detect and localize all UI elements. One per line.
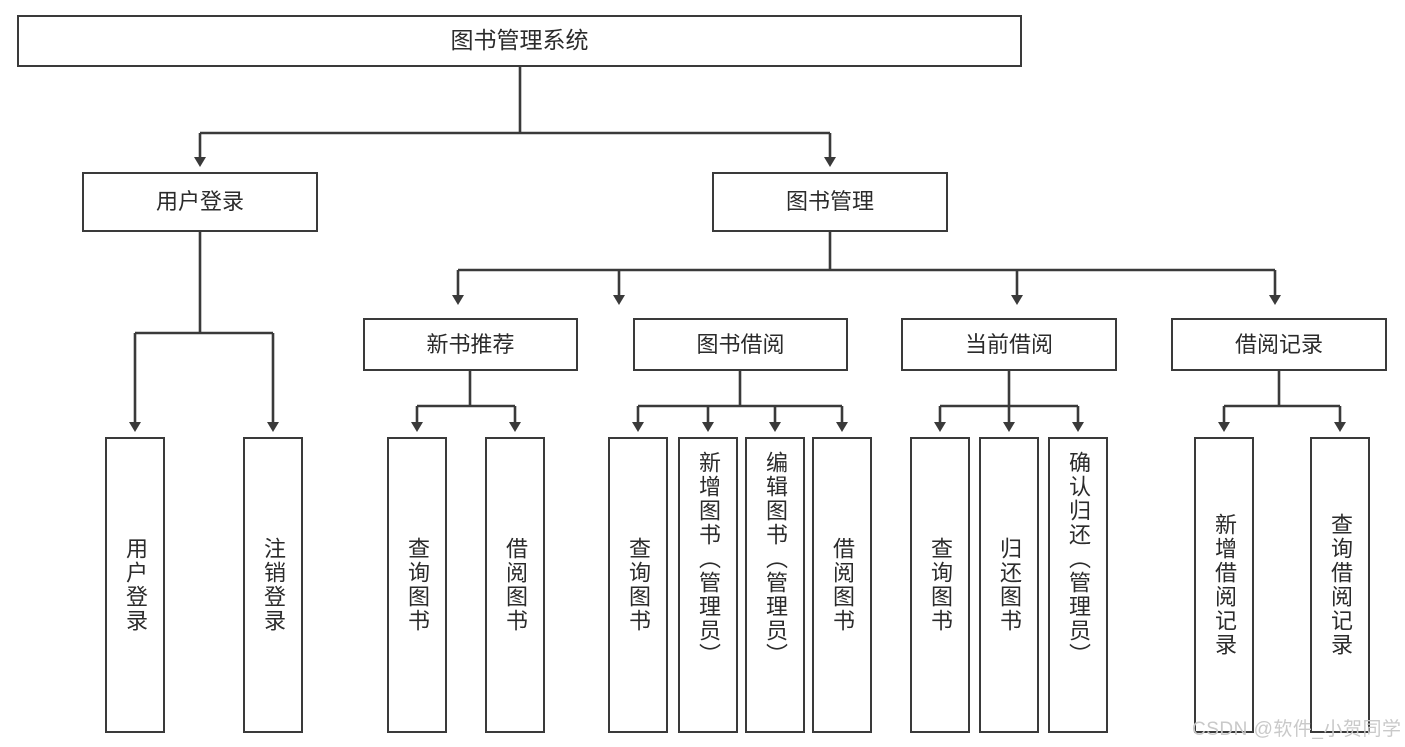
leaf-borrow-record-query[interactable]: 查询借阅记录 (1310, 437, 1370, 733)
leaf-user-login-signout[interactable]: 注销登录 (243, 437, 303, 733)
node-borrow-record[interactable]: 借阅记录 (1171, 318, 1387, 371)
node-current-borrow-label: 当前借阅 (964, 331, 1053, 357)
leaf-current-borrow-confirm[interactable]: 确认归还（管理员） (1048, 437, 1108, 733)
node-root-system[interactable]: 图书管理系统 (17, 15, 1022, 67)
leaf-book-borrow-edit-label: 编辑图书（管理员） (763, 451, 788, 667)
leaf-user-login-signin-label: 用户登录 (123, 537, 148, 633)
node-borrow-record-label: 借阅记录 (1234, 331, 1323, 357)
leaf-book-borrow-borrow[interactable]: 借阅图书 (812, 437, 872, 733)
node-book-borrow-label: 图书借阅 (696, 331, 785, 357)
node-user-login-label: 用户登录 (155, 189, 244, 215)
leaf-borrow-record-add-label: 新增借阅记录 (1212, 513, 1237, 657)
leaf-book-borrow-query[interactable]: 查询图书 (608, 437, 668, 733)
leaf-user-login-signout-label: 注销登录 (261, 537, 286, 633)
leaf-current-borrow-return-label: 归还图书 (997, 537, 1022, 633)
node-book-borrow[interactable]: 图书借阅 (633, 318, 848, 371)
leaf-current-borrow-confirm-label: 确认归还（管理员） (1066, 451, 1091, 667)
leaf-new-book-borrow-label: 借阅图书 (503, 537, 528, 633)
node-root-system-label: 图书管理系统 (450, 27, 589, 54)
leaf-book-borrow-borrow-label: 借阅图书 (830, 537, 855, 633)
leaf-new-book-query[interactable]: 查询图书 (387, 437, 447, 733)
node-new-book-recommend-label: 新书推荐 (426, 331, 515, 357)
node-current-borrow[interactable]: 当前借阅 (901, 318, 1117, 371)
node-user-login[interactable]: 用户登录 (82, 172, 318, 232)
node-new-book-recommend[interactable]: 新书推荐 (363, 318, 578, 371)
leaf-borrow-record-query-label: 查询借阅记录 (1328, 513, 1353, 657)
leaf-new-book-query-label: 查询图书 (405, 537, 430, 633)
node-book-management-label: 图书管理 (785, 189, 874, 215)
node-book-management[interactable]: 图书管理 (712, 172, 948, 232)
leaf-user-login-signin[interactable]: 用户登录 (105, 437, 165, 733)
leaf-current-borrow-query-label: 查询图书 (928, 537, 953, 633)
csdn-watermark: CSDN @软件_小贺同学 (1192, 719, 1402, 740)
leaf-new-book-borrow[interactable]: 借阅图书 (485, 437, 545, 733)
leaf-book-borrow-edit[interactable]: 编辑图书（管理员） (745, 437, 805, 733)
leaf-book-borrow-query-label: 查询图书 (626, 537, 651, 633)
leaf-current-borrow-query[interactable]: 查询图书 (910, 437, 970, 733)
leaf-book-borrow-add-label: 新增图书（管理员） (696, 451, 721, 667)
leaf-current-borrow-return[interactable]: 归还图书 (979, 437, 1039, 733)
leaf-book-borrow-add[interactable]: 新增图书（管理员） (678, 437, 738, 733)
leaf-borrow-record-add[interactable]: 新增借阅记录 (1194, 437, 1254, 733)
